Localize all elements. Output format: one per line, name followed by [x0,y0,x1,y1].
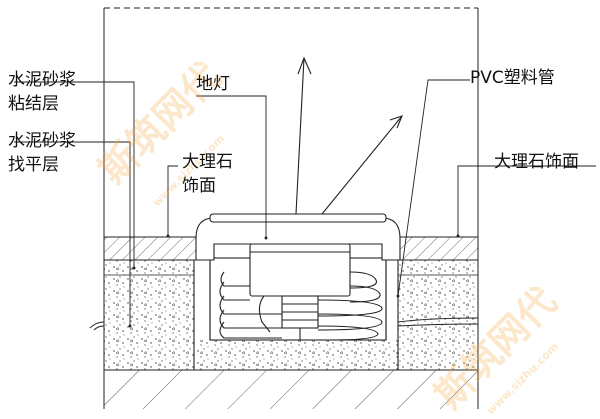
light-rays [295,56,403,215]
label-marble-left: 大理石 饰面 [182,150,233,198]
label-leveling-layer: 水泥砂浆 找平层 [8,129,76,177]
label-marble-left-line2: 饰面 [182,176,216,196]
leader-lines [14,79,596,328]
exit-wires [89,317,479,331]
ground-hatch [104,369,478,409]
label-bond-layer-line2: 粘结层 [8,94,59,114]
label-pvc-pipe: PVC塑料管 [470,68,555,88]
lamp-body [195,213,401,341]
label-bond-layer-line1: 水泥砂浆 [8,70,76,90]
floor-lamp-section-drawing [14,7,596,409]
label-leveling-layer-line1: 水泥砂浆 [8,131,76,151]
marble-layer [103,236,479,261]
label-bond-layer: 水泥砂浆 粘结层 [8,68,76,116]
mortar-layers [103,259,479,371]
label-marble-right: 大理石饰面 [494,152,579,172]
label-marble-left-line1: 大理石 [182,152,233,172]
concrete-base [194,340,398,370]
label-floor-lamp: 地灯 [196,74,230,94]
label-leveling-layer-line2: 找平层 [8,155,59,175]
